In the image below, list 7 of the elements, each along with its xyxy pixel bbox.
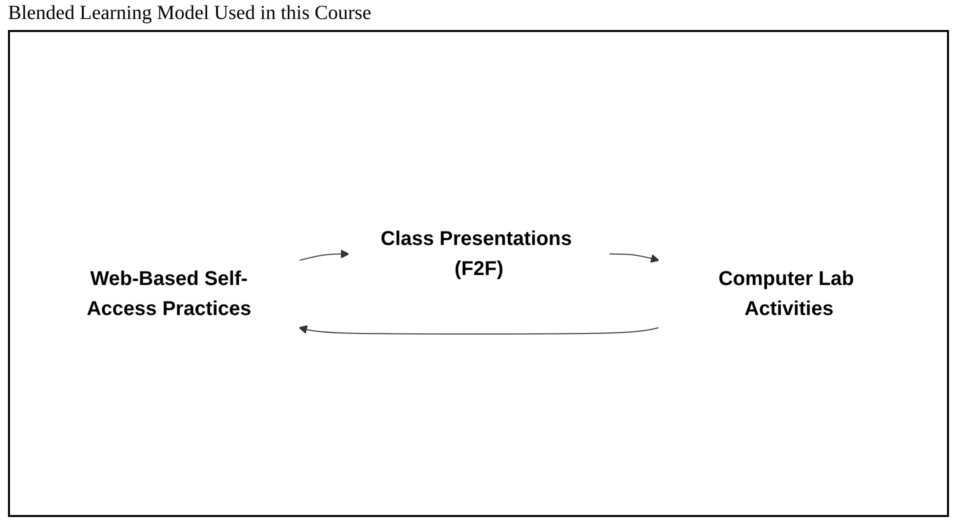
arrow — [298, 249, 349, 260]
diagram-title: Blended Learning Model Used in this Course — [8, 2, 372, 25]
node-text: Web-Based Self-Access Practices — [86, 268, 251, 320]
node-text: Class Presentations (F2F) — [380, 228, 572, 280]
node-text: Computer Lab Activities — [718, 268, 854, 320]
arrow — [608, 253, 659, 262]
arrow — [298, 324, 659, 334]
